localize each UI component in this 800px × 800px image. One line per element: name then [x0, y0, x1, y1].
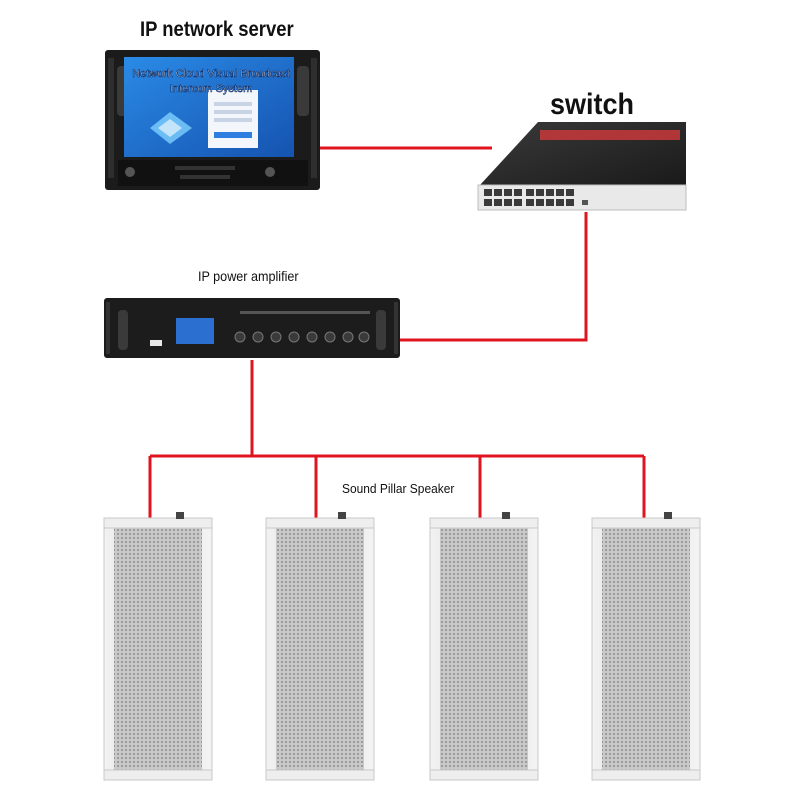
switch-label: switch — [550, 88, 635, 121]
cable-switch-to-amplifier — [400, 212, 588, 342]
amplifier-label: IP power amplifier — [198, 268, 299, 284]
server-screen-title-line2: Intercom System — [170, 83, 253, 95]
ip-power-amplifier — [104, 298, 400, 358]
cables — [148, 146, 646, 522]
speaker-1 — [103, 512, 213, 781]
ip-network-server: Network Cloud Visual Broadcast Intercom … — [105, 50, 320, 190]
server-label: IP network server — [140, 18, 294, 41]
network-switch — [477, 122, 687, 211]
server-screen-title-line1: Network Cloud Visual Broadcast — [132, 68, 290, 80]
amplifier-knobs — [234, 331, 370, 343]
amplifier-display — [176, 318, 214, 344]
speaker-label: Sound Pillar Speaker — [342, 481, 455, 496]
switch-ports — [484, 189, 574, 206]
speaker-4 — [591, 512, 701, 781]
speaker-2 — [265, 512, 375, 781]
speaker-3 — [429, 512, 539, 781]
